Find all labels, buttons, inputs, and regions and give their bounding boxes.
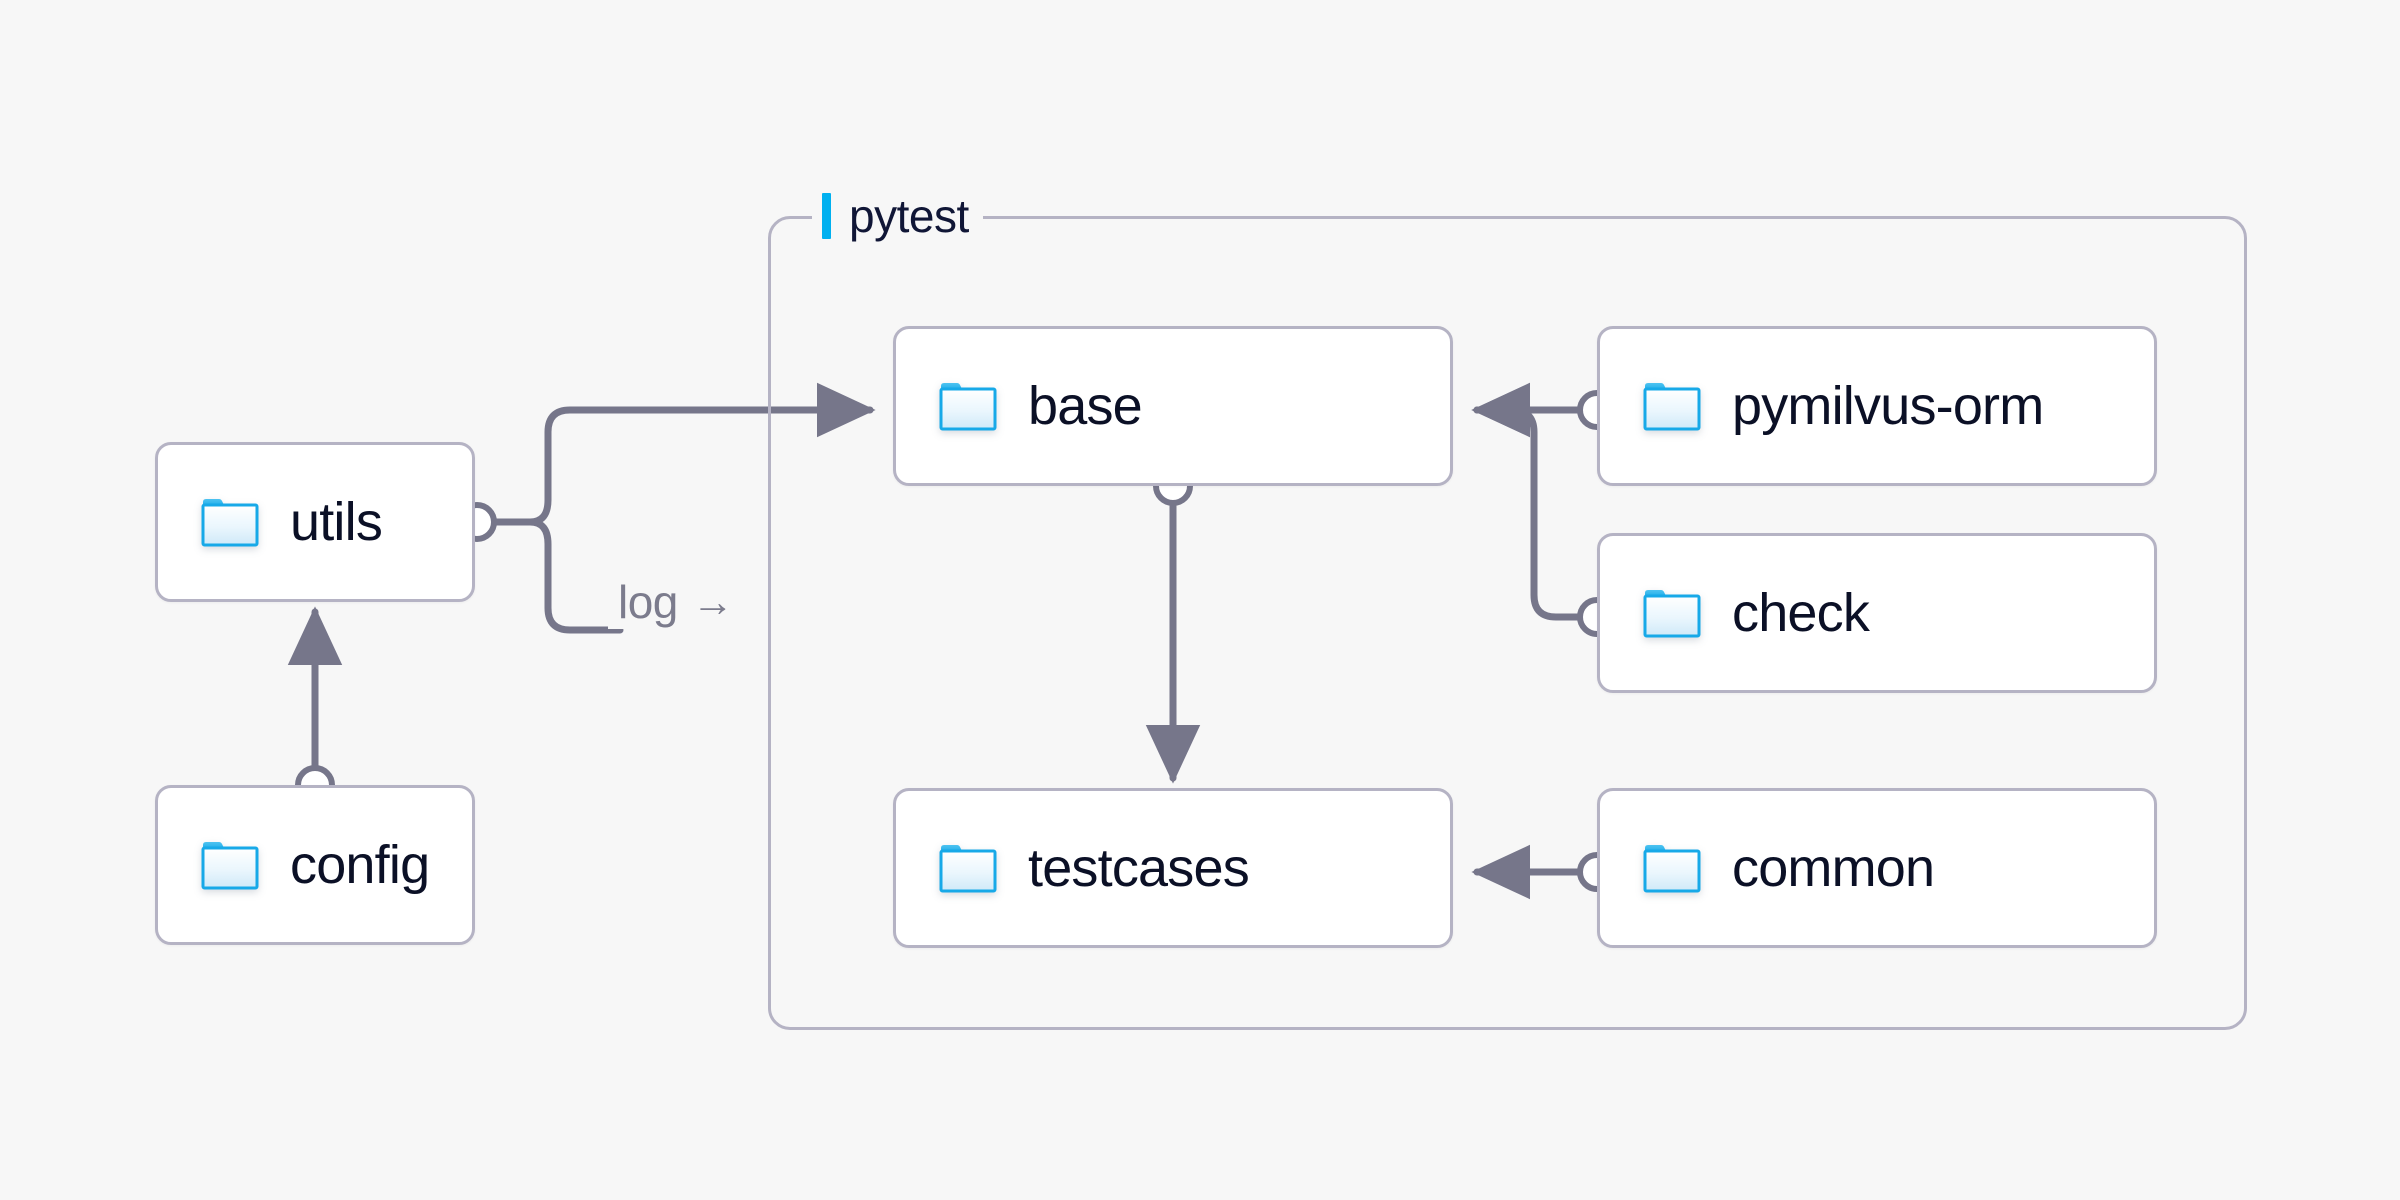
edge-label-log-text: log [618,576,678,628]
node-label: utils [290,492,383,552]
folder-icon [200,839,260,891]
node-base[interactable]: base [893,326,1453,486]
pytest-group-container[interactable] [768,216,2247,1030]
node-utils[interactable]: utils [155,442,475,602]
node-check[interactable]: check [1597,533,2157,693]
edge-utils-to-log [526,518,624,634]
node-label: config [290,835,430,895]
node-pymilvus-orm[interactable]: pymilvus-orm [1597,326,2157,486]
node-label: base [1028,376,1143,436]
folder-icon [1642,587,1702,639]
node-testcases[interactable]: testcases [893,788,1453,948]
folder-icon [1642,380,1702,432]
folder-icon [200,496,260,548]
node-config[interactable]: config [155,785,475,945]
vertical-accent-bar-icon [822,193,831,239]
node-common[interactable]: common [1597,788,2157,948]
edge-label-log: log → [608,575,744,629]
pytest-group-label-text: pytest [849,190,969,242]
node-label: pymilvus-orm [1732,376,2044,436]
folder-icon [938,842,998,894]
node-label: testcases [1028,838,1250,898]
arrow-right-icon: → [691,578,734,625]
folder-icon [1642,842,1702,894]
node-label: common [1732,838,1935,898]
pytest-group-label: pytest [812,184,983,248]
node-label: check [1732,583,1870,643]
folder-icon [938,380,998,432]
